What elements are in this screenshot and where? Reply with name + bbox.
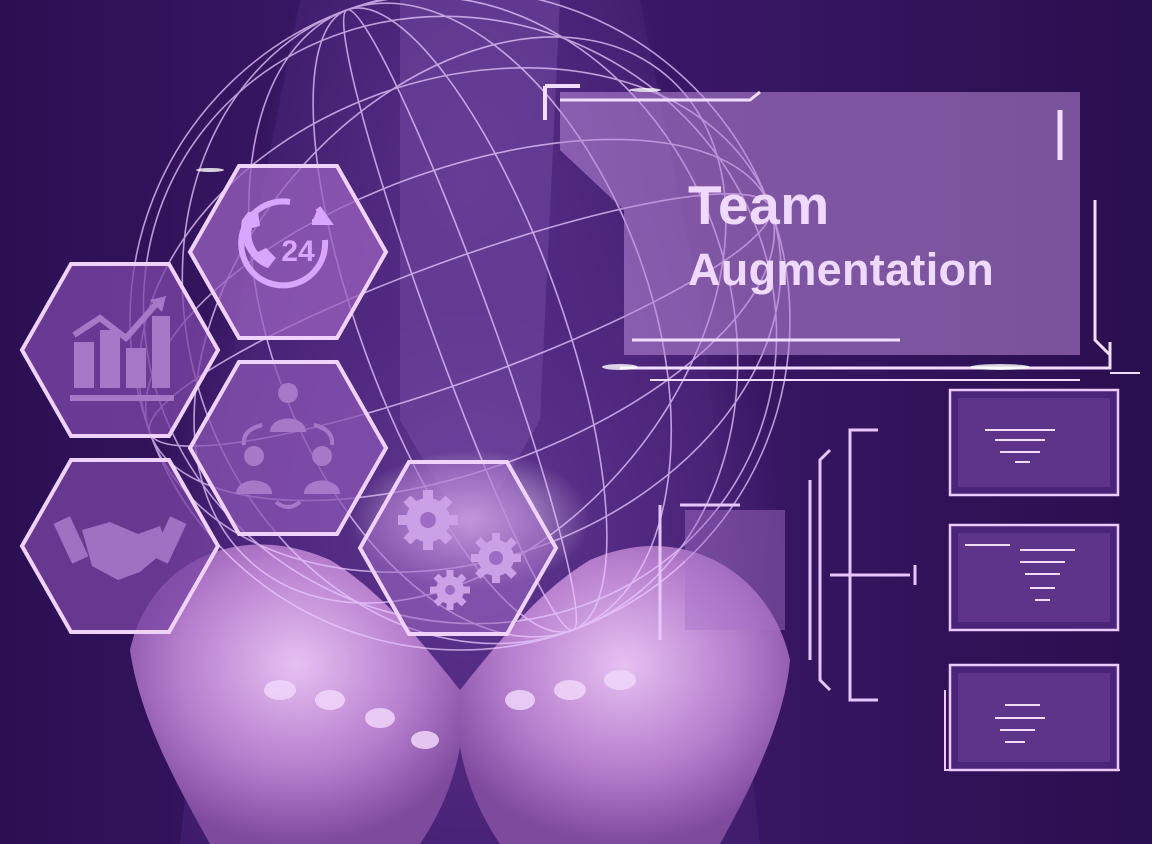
hud-ghost-panel: [685, 510, 785, 630]
headline-line-1: Team: [688, 174, 830, 236]
hex-gears: [357, 460, 559, 636]
code-panel-2: [948, 523, 1120, 632]
growth-chart-icon: [70, 296, 174, 401]
gears-icon: [398, 490, 521, 610]
hud-brackets: [658, 428, 917, 702]
support-24-icon: 24: [238, 198, 334, 289]
title-panel: [543, 84, 1140, 381]
headline: Team Augmentation: [688, 174, 995, 295]
headline-line-2: Augmentation: [688, 244, 995, 295]
cupped-hands: [130, 544, 790, 844]
team-cycle-icon: [236, 383, 340, 509]
handshake-icon: [53, 516, 187, 580]
hex-support-24: [187, 164, 389, 340]
code-panel-3: [944, 663, 1120, 772]
svg-text:24: 24: [281, 235, 315, 268]
code-panel-1: [948, 388, 1120, 497]
